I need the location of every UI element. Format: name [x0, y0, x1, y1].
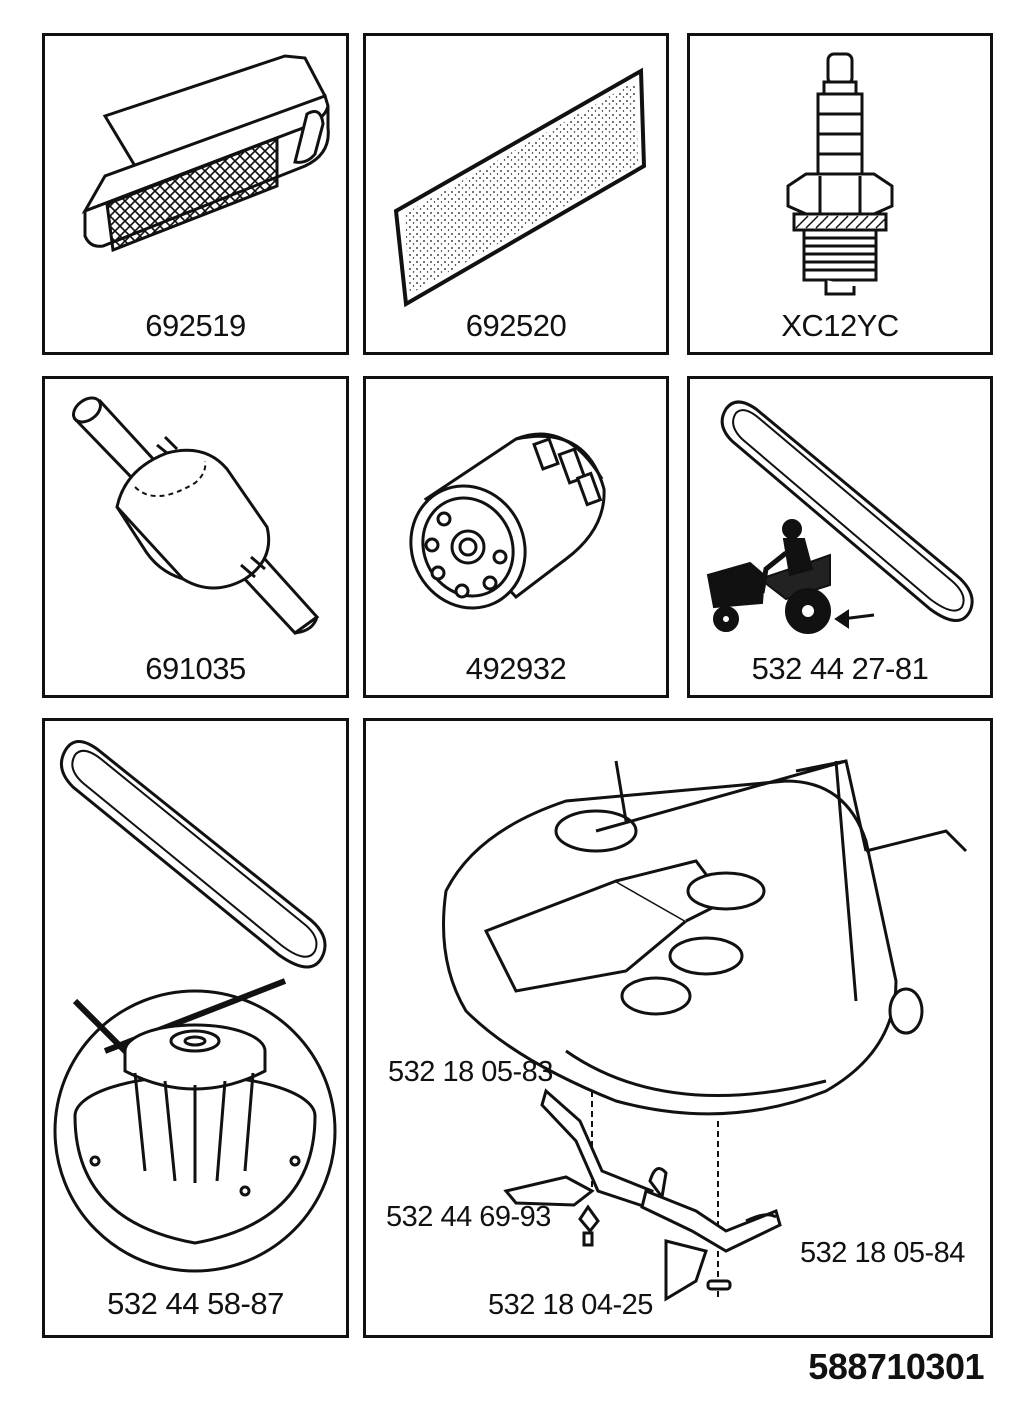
part-number-691035: 691035 [145, 651, 246, 686]
callout-532-44-69-93: 532 44 69-93 [386, 1201, 551, 1233]
air-filter-icon [81, 54, 330, 253]
part-number-692519: 692519 [145, 308, 246, 343]
fuel-filter-icon [72, 396, 320, 635]
panel-pre-filter: 692520 [363, 33, 669, 355]
panel-fuel-filter: 691035 [42, 376, 349, 698]
panel-deck-belt: 532 44 58-87 [42, 718, 349, 1338]
document-number: 588710301 [808, 1346, 984, 1387]
part-number-xc12yc: XC12YC [781, 308, 899, 343]
spark-plug-icon [786, 52, 894, 296]
panel-air-filter: 692519 [42, 33, 349, 355]
callout-532-18-05-83: 532 18 05-83 [388, 1056, 553, 1088]
mower-deck-blades-icon [442, 759, 968, 1302]
panel-oil-filter: 492932 [363, 376, 669, 698]
part-number-532-44-27-81: 532 44 27-81 [751, 651, 929, 686]
panel-mower-deck: 532 18 05-83 532 44 69-93 532 18 05-84 5… [363, 718, 993, 1338]
panel-drive-belt: 532 44 27-81 [687, 376, 993, 698]
drive-belt-icon [706, 400, 974, 634]
callout-532-18-04-25: 532 18 04-25 [488, 1289, 653, 1321]
panel-spark-plug: XC12YC [687, 33, 993, 355]
callout-532-18-05-84: 532 18 05-84 [800, 1237, 965, 1269]
oil-filter-icon [409, 432, 606, 610]
foam-pre-filter-icon [393, 67, 647, 308]
riding-mower-icon [706, 519, 875, 634]
part-number-532-44-58-87: 532 44 58-87 [107, 1286, 284, 1321]
part-number-692520: 692520 [465, 308, 567, 343]
part-number-492932: 492932 [465, 651, 567, 686]
deck-belt-pulley-icon [53, 740, 337, 1273]
